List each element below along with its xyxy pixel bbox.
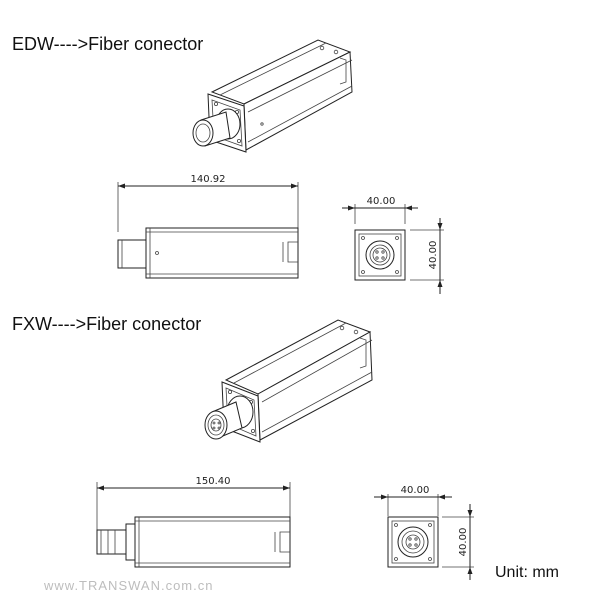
edw-width-dimension: 40.00 [367, 196, 396, 207]
fxw-end-view [374, 494, 474, 580]
edw-end-view [342, 204, 444, 294]
fxw-isometric-view [204, 319, 373, 443]
fxw-height-dimension: 40.00 [458, 528, 469, 557]
edw-title: EDW---->Fiber conector [12, 34, 204, 54]
fxw-length-dimension: 150.40 [196, 476, 231, 487]
fxw-title: FXW---->Fiber conector [12, 314, 202, 334]
fxw-width-dimension: 40.00 [401, 485, 430, 496]
edw-isometric-view [192, 39, 353, 153]
watermark: www.TRANSWAN.com.cn [44, 578, 214, 593]
unit-label: Unit: mm [495, 564, 559, 581]
fxw-side-view [96, 482, 291, 568]
edw-height-dimension: 40.00 [428, 241, 439, 270]
edw-length-dimension: 140.92 [191, 174, 226, 185]
edw-side-view [117, 182, 299, 279]
